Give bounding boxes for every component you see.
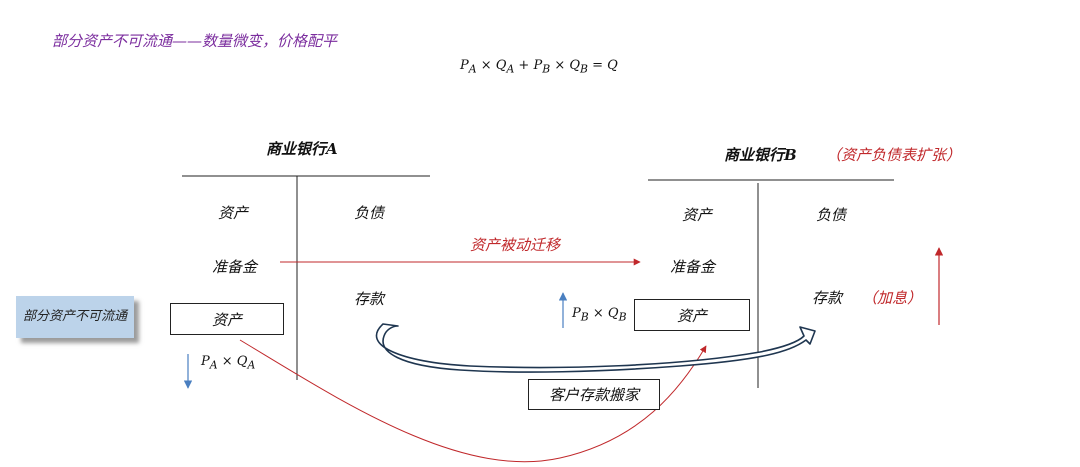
formula-eq: = Q: [592, 58, 618, 73]
formula-qa: Q: [495, 58, 507, 73]
side-note-box: 部分资产不可流通: [16, 296, 134, 338]
bank-b-deposit: 存款: [812, 289, 843, 307]
bank-b-deposit-note: （加息）: [862, 289, 923, 307]
bank-a-deposit: 存款: [354, 290, 385, 308]
formula-pb: P: [533, 58, 543, 73]
bank-b-flow-p: P: [572, 306, 581, 321]
reserve-transfer-label: 资产被动迁移: [470, 236, 561, 254]
formula-qb-sub: B: [580, 62, 588, 76]
bank-a-asset-box: 资产: [170, 303, 284, 335]
formula-times-2: ×: [554, 58, 566, 73]
bank-b-flow-q: Q: [607, 306, 619, 321]
bank-a-flow-p: P: [201, 354, 210, 369]
formula-plus: +: [518, 58, 530, 73]
bank-a-flow-times: ×: [221, 354, 233, 369]
balance-formula: PA × QA + PB × QB = Q: [460, 58, 618, 76]
formula-times-1: ×: [480, 58, 492, 73]
formula-pa-sub: A: [468, 62, 477, 76]
bank-b-asset-label: 资产: [676, 306, 707, 325]
bank-a-reserve: 准备金: [212, 258, 258, 276]
side-note-text: 部分资产不可流通: [22, 309, 127, 324]
formula-pa: P: [460, 58, 469, 73]
bank-a-assets-header: 资产: [218, 204, 249, 222]
bank-a-liabilities-header: 负债: [354, 204, 385, 222]
bank-b-liabilities-header: 负债: [816, 206, 847, 224]
formula-pb-sub: B: [542, 62, 551, 76]
bank-b-title: 商业银行B: [724, 146, 797, 164]
bank-b-assets-header: 资产: [682, 206, 713, 224]
bank-b-asset-box: 资产: [634, 299, 750, 331]
formula-qa-sub: A: [506, 62, 515, 76]
deposit-move-arrow: [375, 323, 816, 373]
bank-a-title: 商业银行A: [266, 140, 338, 158]
deposit-move-box: 客户存款搬家: [528, 379, 660, 410]
bank-a-flow-p-sub: A: [209, 358, 218, 372]
bank-b-flow-label: PB × QB: [572, 306, 627, 324]
asset-migration-curve: [239, 339, 707, 463]
bank-b-flow-times: ×: [592, 306, 604, 321]
bank-a-flow-q-sub: A: [247, 358, 256, 372]
bank-b-flow-p-sub: B: [580, 310, 589, 324]
bank-a-flow-label: PA × QA: [201, 354, 255, 372]
bank-b-reserve: 准备金: [670, 258, 716, 276]
page-title: 部分资产不可流通——数量微变，价格配平: [52, 32, 338, 50]
deposit-move-label: 客户存款搬家: [548, 386, 639, 404]
formula-qb: Q: [569, 58, 581, 73]
bank-b-flow-q-sub: B: [618, 310, 627, 324]
bank-b-expansion-note: （资产负债表扩张）: [826, 146, 962, 164]
bank-a-flow-q: Q: [236, 354, 248, 369]
bank-a-asset-label: 资产: [211, 310, 242, 329]
